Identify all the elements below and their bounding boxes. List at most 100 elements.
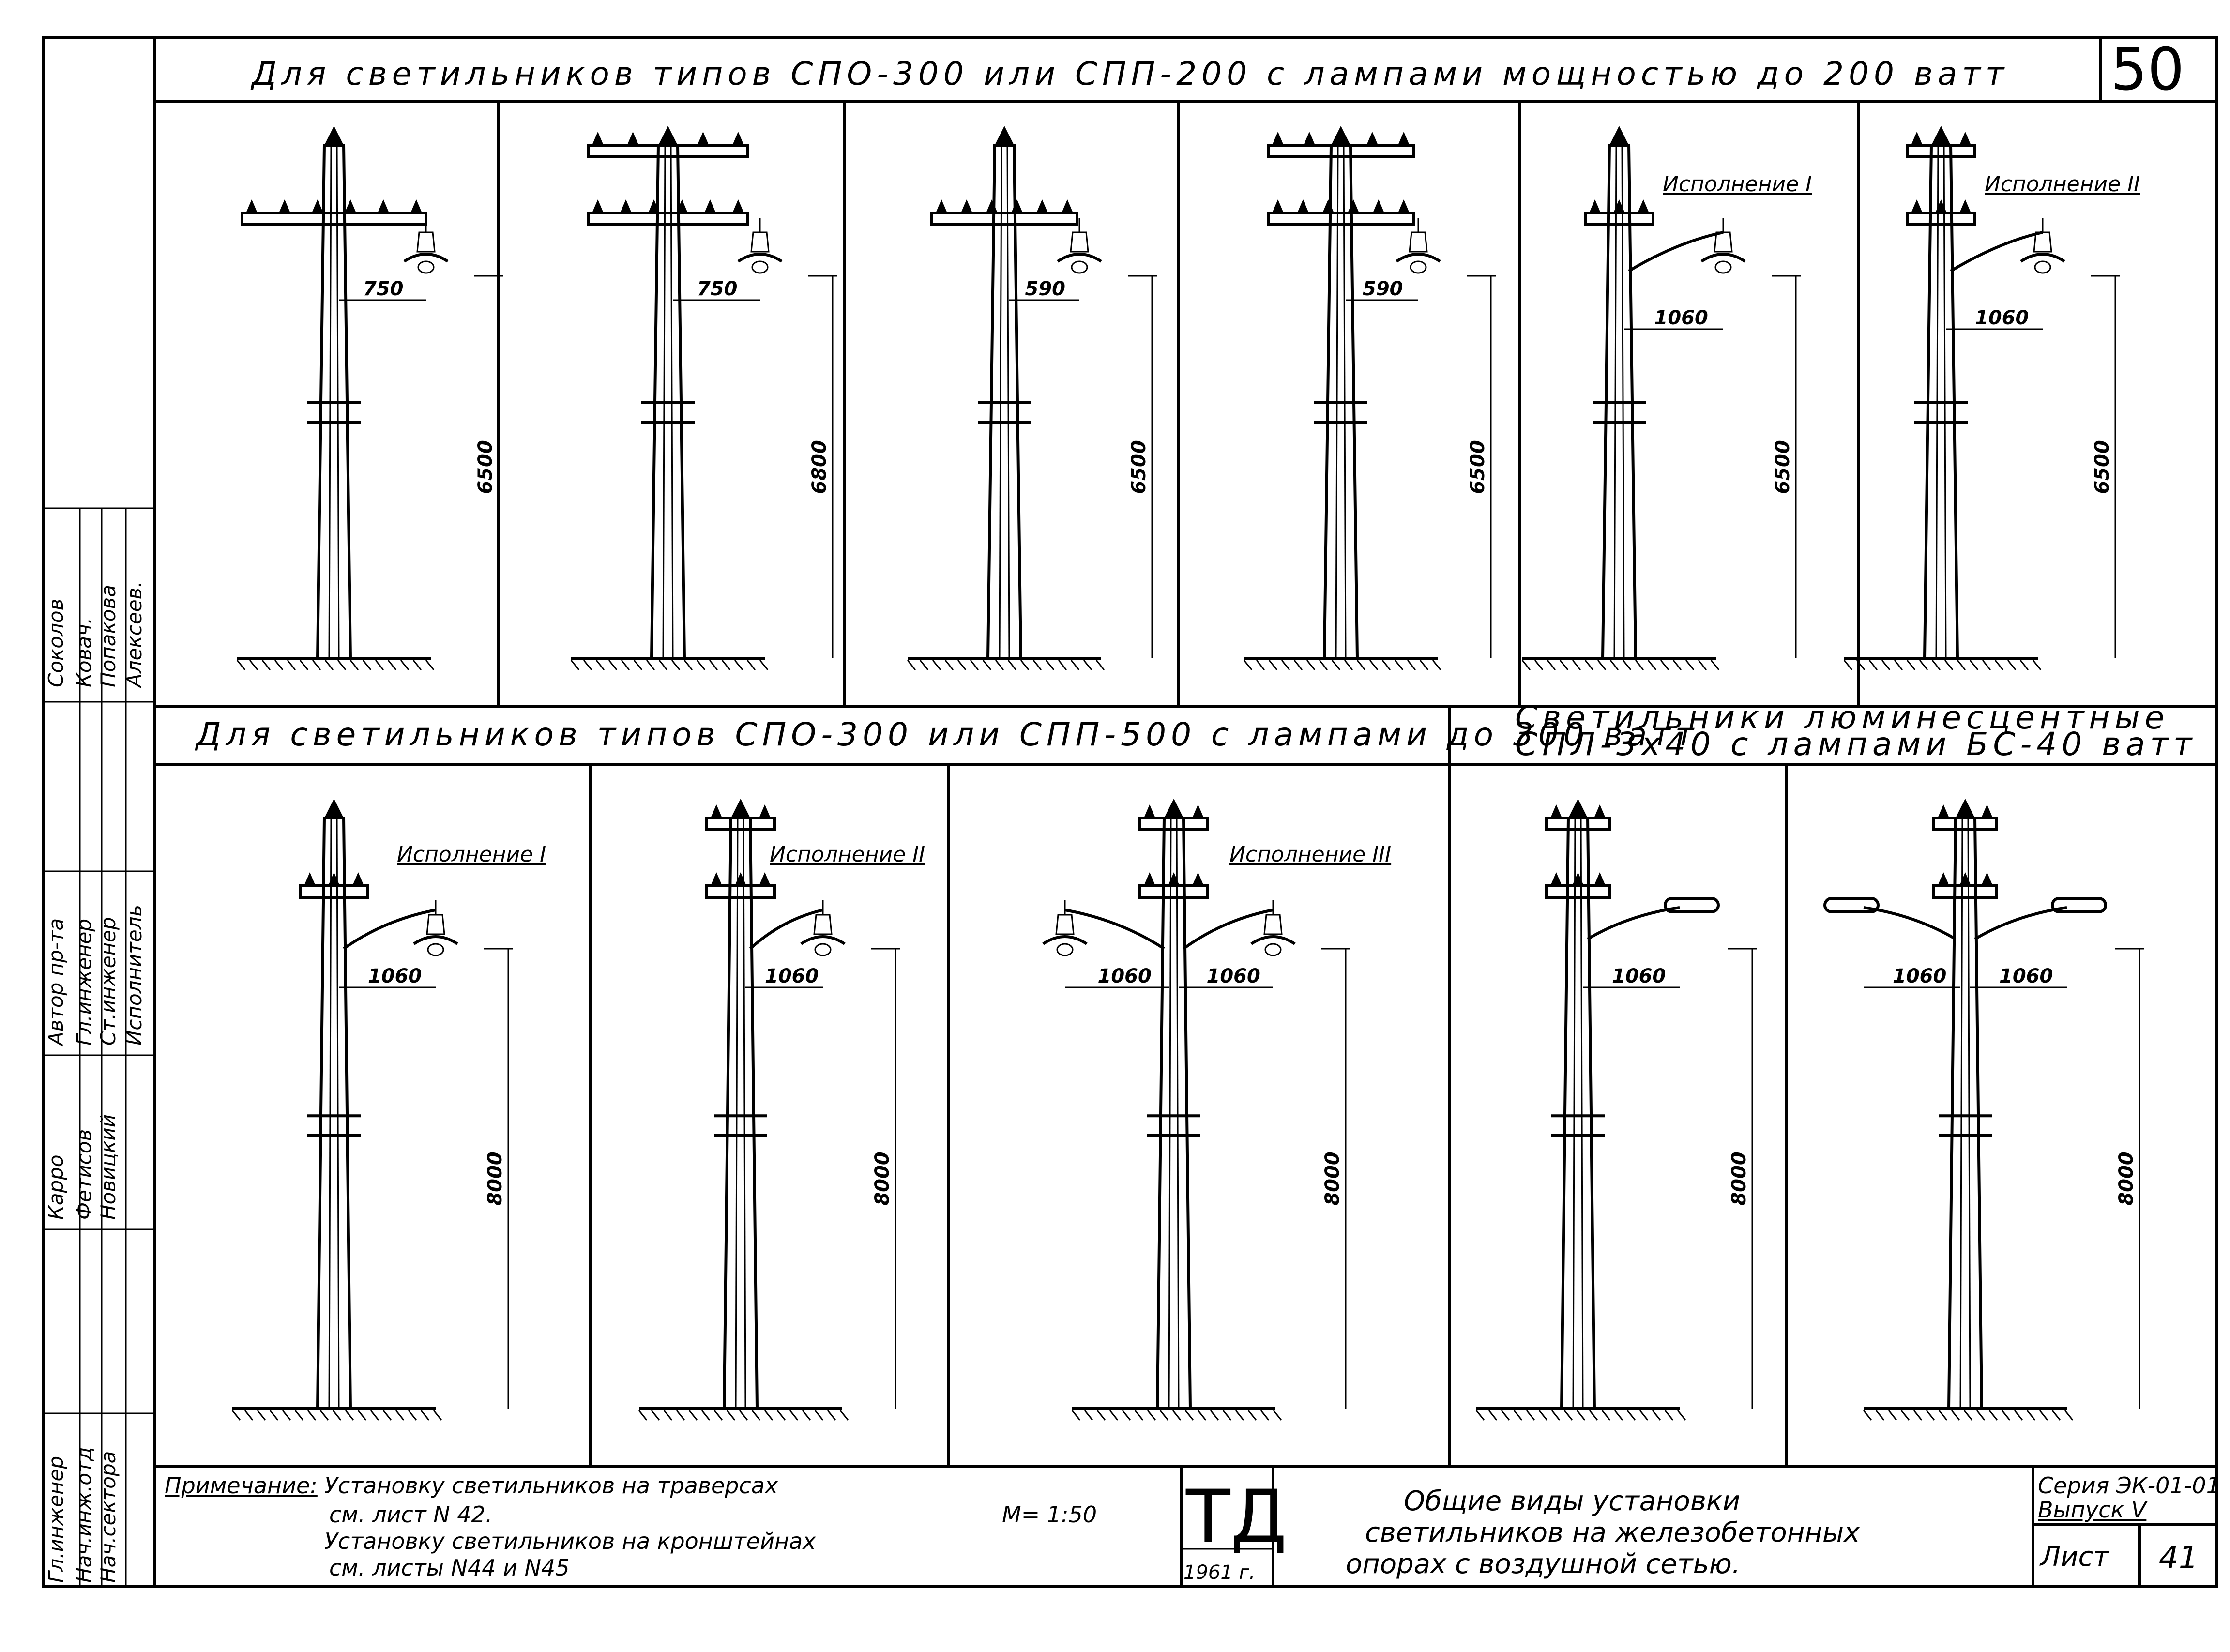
insulator-icon: [345, 199, 356, 213]
insulator-icon: [1572, 872, 1584, 886]
side-stamp-role: Нач.инж.отд: [72, 1447, 96, 1583]
insulator-icon: [676, 199, 688, 213]
ground-hatch: [1863, 1407, 2074, 1421]
insulator-icon: [378, 199, 389, 213]
insulator-icon: [410, 199, 422, 213]
insulator-icon: [1613, 199, 1625, 213]
insulator-icon: [304, 872, 316, 886]
dimension-vertical: 6800: [808, 440, 831, 494]
crossarm: [241, 212, 427, 226]
insulator-icon: [1594, 804, 1606, 818]
lamp-icon: [2020, 218, 2065, 274]
dimension-horizontal: 1060: [1893, 965, 1946, 987]
dimension-vertical: 8000: [871, 1152, 894, 1205]
insulator-icon: [1168, 872, 1180, 886]
insulator-icon: [1304, 132, 1315, 145]
dimension-horizontal: 1060: [1999, 965, 2053, 987]
variant-label: Исполнение I: [397, 842, 546, 867]
insulator-icon: [735, 804, 746, 818]
ground-hatch: [1243, 657, 1441, 670]
insulator-icon: [352, 872, 364, 886]
insulator-icon: [697, 132, 709, 145]
insulator-icon: [1572, 804, 1584, 818]
insulator-icon: [1192, 804, 1204, 818]
side-stamp-role: Новицкий: [96, 1114, 120, 1220]
insulator-icon: [1935, 199, 1947, 213]
insulator-icon: [279, 199, 290, 213]
insulator-icon: [1192, 872, 1204, 886]
dimension-horizontal: 1060: [1975, 307, 2029, 329]
insulator-icon: [1036, 199, 1048, 213]
crossarm: [1932, 884, 1998, 899]
dimension-vertical: 8000: [1321, 1152, 1344, 1205]
crossarm: [705, 884, 776, 899]
fluorescent-lamp-icon: [2051, 897, 2107, 913]
fluorescent-lamp-icon: [1664, 897, 1720, 913]
insulator-icon: [735, 872, 746, 886]
sheet-title-3: опорах с воздушной сетью.: [1346, 1548, 1741, 1580]
insulator-icon: [1935, 132, 1947, 145]
sheet-title-1: Общие виды установки: [1404, 1485, 1740, 1517]
insulator-icon: [1938, 804, 1949, 818]
insulator-icon: [1335, 132, 1347, 145]
insulator-icon: [1959, 132, 1971, 145]
note-line-2: см. лист N 42.: [329, 1501, 492, 1528]
pole: Исполнение II 1060 6500: [1843, 126, 2140, 670]
insulator-icon: [711, 804, 722, 818]
insulator-icon: [620, 199, 632, 213]
dimension-horizontal: 1060: [1207, 965, 1260, 987]
dimension-horizontal: 1060: [368, 965, 422, 987]
insulator-icon: [328, 872, 340, 886]
ground-hatch: [1521, 657, 1720, 670]
note-line-1: Установку светильников на траверсах: [324, 1472, 778, 1499]
note-line-3: Установку светильников на кронштейнах: [324, 1528, 816, 1554]
title-middle-right-2: СПЛ-3х40 с лампами БС-40 ватт: [1515, 726, 2197, 763]
insulator-icon: [1594, 872, 1606, 886]
insulator-icon: [1348, 199, 1359, 213]
insulator-icon: [1981, 804, 1993, 818]
dimension-vertical: 6500: [1467, 440, 1489, 494]
crossarm: [930, 212, 1078, 226]
insulator-icon: [1589, 199, 1601, 213]
insulator-icon: [592, 199, 604, 213]
crossarm: [705, 817, 776, 831]
insulator-icon: [704, 199, 716, 213]
variant-label: Исполнение II: [1985, 172, 2140, 197]
insulator-icon: [1144, 804, 1155, 818]
insulator-icon: [1398, 199, 1410, 213]
lamp-icon: [403, 218, 449, 274]
dimension-horizontal: 1060: [1098, 965, 1152, 987]
crossarm: [1545, 817, 1611, 831]
side-stamp-role: Гл.инженер: [72, 919, 96, 1046]
side-stamp-role: Автор пр-та: [44, 918, 68, 1047]
dimension-vertical: 6500: [2091, 440, 2113, 494]
crossarm: [1267, 212, 1415, 226]
insulator-icon: [1322, 199, 1334, 213]
insulator-icon: [1938, 872, 1949, 886]
crossarm: [587, 212, 749, 226]
insulator-icon: [1959, 199, 1971, 213]
insulator-icon: [1062, 199, 1073, 213]
insulator-icon: [961, 199, 972, 213]
lamp-icon: [413, 900, 458, 956]
side-stamp-frame: [42, 36, 156, 1588]
dimension-horizontal: 590: [1363, 278, 1403, 300]
ground-hatch: [1475, 1407, 1686, 1421]
issue: Выпуск V: [2038, 1497, 2148, 1523]
crossarm: [1545, 884, 1611, 899]
dimension-vertical: 8000: [1728, 1152, 1750, 1205]
variant-label: Исполнение II: [770, 842, 925, 867]
insulator-icon: [1911, 132, 1923, 145]
insulator-icon: [759, 872, 771, 886]
note-line-4: см. листы N44 и N45: [329, 1555, 570, 1581]
side-stamp-role: Нач.сектора: [96, 1451, 120, 1583]
insulator-icon: [1550, 872, 1562, 886]
insulator-icon: [627, 132, 639, 145]
lamp-icon: [800, 900, 846, 956]
scale: М= 1:50: [1002, 1501, 1097, 1528]
series: Серия ЭК-01-01: [2038, 1472, 2220, 1499]
